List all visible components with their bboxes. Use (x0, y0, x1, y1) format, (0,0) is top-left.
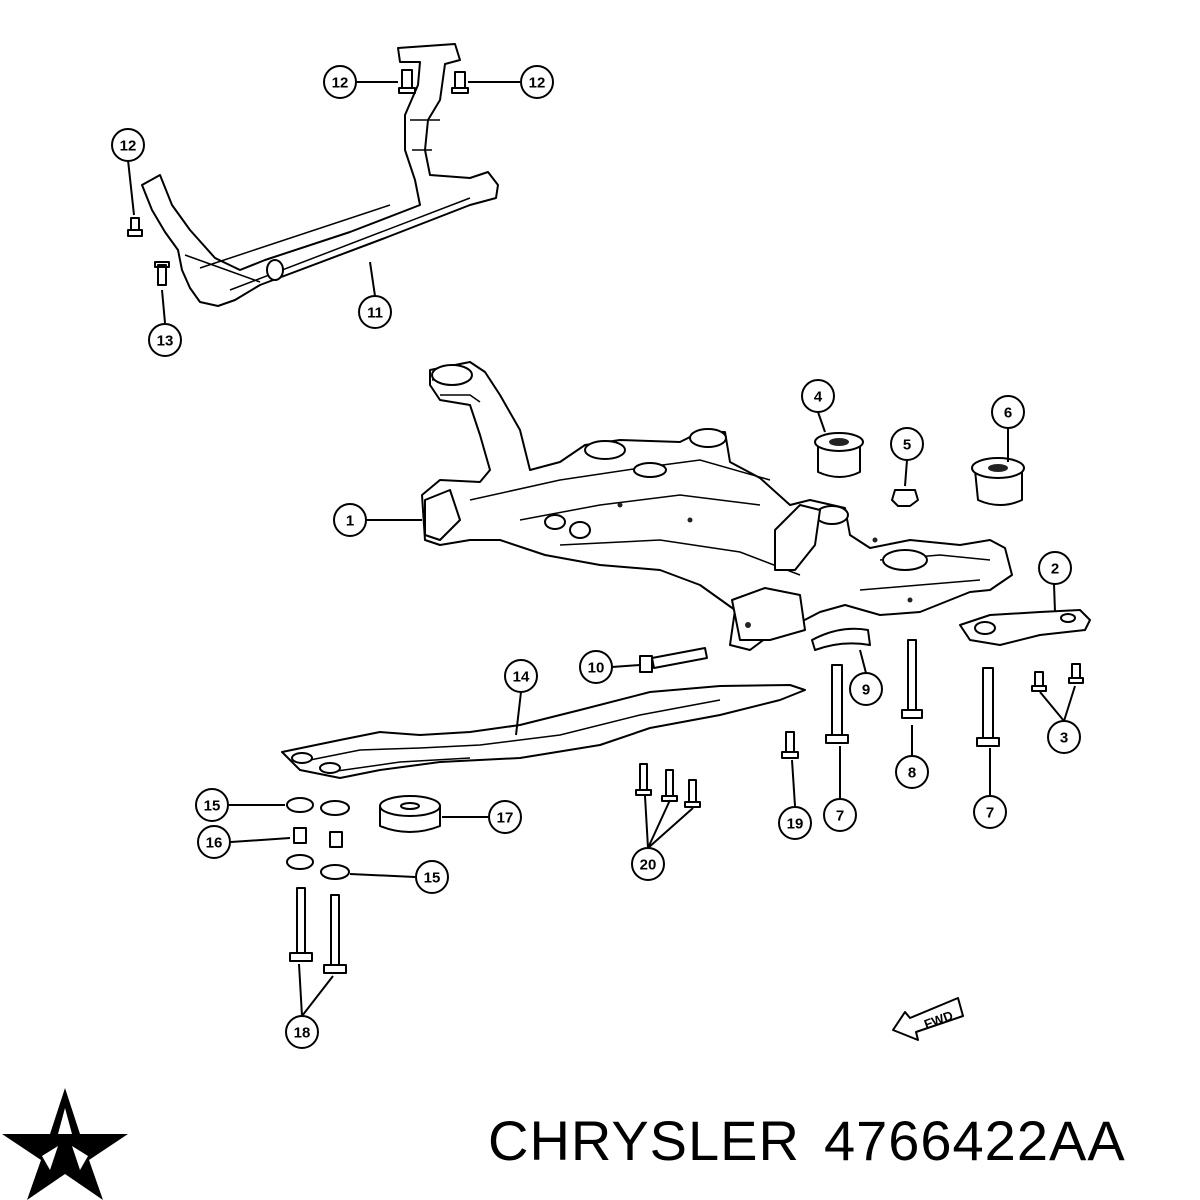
front-crossmember-part (421, 361, 1013, 651)
callout-label: 13 (157, 333, 174, 350)
skid-plate-14-part (281, 684, 806, 779)
fwd-arrow-icon: FWD (892, 997, 964, 1041)
vertical-bolts (635, 639, 1084, 808)
callout-18: 18 (285, 1015, 319, 1049)
brand-name: CHRYSLER (488, 1109, 800, 1172)
callout-label: 11 (367, 305, 383, 322)
callout-label: 5 (903, 437, 911, 454)
mount-bracket-2-part (959, 609, 1091, 646)
exploded-parts-diagram: FWD 121212131114562109143877191517161520… (111, 43, 1091, 1049)
callout-12: 12 (323, 65, 357, 99)
bushing-4-part (814, 432, 864, 478)
bracket-bolts (127, 69, 469, 286)
callout-7: 7 (823, 798, 857, 832)
brand-title: CHRYSLER 4766422AA (488, 1108, 1150, 1173)
callout-label: 14 (513, 669, 530, 686)
callout-label: 3 (1060, 730, 1068, 747)
callout-13: 13 (148, 323, 182, 357)
callout-label: 7 (836, 808, 844, 825)
callout-8: 8 (895, 755, 929, 789)
callout-label: 15 (204, 798, 221, 815)
callout-label: 16 (206, 835, 223, 852)
callout-label: 9 (862, 682, 870, 699)
callout-9: 9 (849, 672, 883, 706)
support-bracket-part (141, 43, 499, 307)
callout-12: 12 (111, 128, 145, 162)
insulator-ring-9-part (811, 627, 871, 651)
part-number: 4766422AA (823, 1109, 1126, 1172)
nut-5-part (891, 489, 919, 507)
callout-19: 19 (778, 806, 812, 840)
callout-10: 10 (579, 650, 613, 684)
callout-label: 1 (346, 513, 354, 530)
callout-label: 12 (332, 75, 349, 92)
callout-15: 15 (415, 860, 449, 894)
callout-15: 15 (195, 788, 229, 822)
callout-6: 6 (991, 395, 1025, 429)
callout-label: 10 (588, 660, 605, 677)
callout-label: 7 (986, 805, 994, 822)
bolt-10-part (639, 647, 708, 673)
callout-12: 12 (520, 65, 554, 99)
callout-label: 4 (814, 389, 823, 406)
callout-3: 3 (1047, 720, 1081, 754)
callout-label: 2 (1051, 561, 1059, 578)
callout-14: 14 (504, 659, 538, 693)
callout-17: 17 (488, 800, 522, 834)
callout-label: 19 (787, 816, 804, 833)
callout-1: 1 (333, 503, 367, 537)
callout-5: 5 (890, 427, 924, 461)
leader-lines (127, 81, 1076, 1017)
callout-label: 20 (640, 857, 657, 874)
callout-4: 4 (801, 379, 835, 413)
callout-label: 12 (529, 75, 546, 92)
callout-label: 6 (1004, 405, 1012, 422)
bushing-6-part (971, 457, 1025, 506)
callout-11: 11 (358, 295, 392, 329)
callout-16: 16 (197, 825, 231, 859)
callout-label: 18 (294, 1025, 311, 1042)
callout-7: 7 (973, 795, 1007, 829)
callout-2: 2 (1038, 551, 1072, 585)
callout-label: 17 (497, 810, 514, 827)
callout-label: 8 (908, 765, 916, 782)
callout-label: 15 (424, 870, 441, 887)
isolator-mounts (286, 795, 441, 974)
callout-label: 12 (120, 138, 137, 155)
chrysler-pentastar-icon (2, 1088, 128, 1200)
callout-20: 20 (631, 847, 665, 881)
